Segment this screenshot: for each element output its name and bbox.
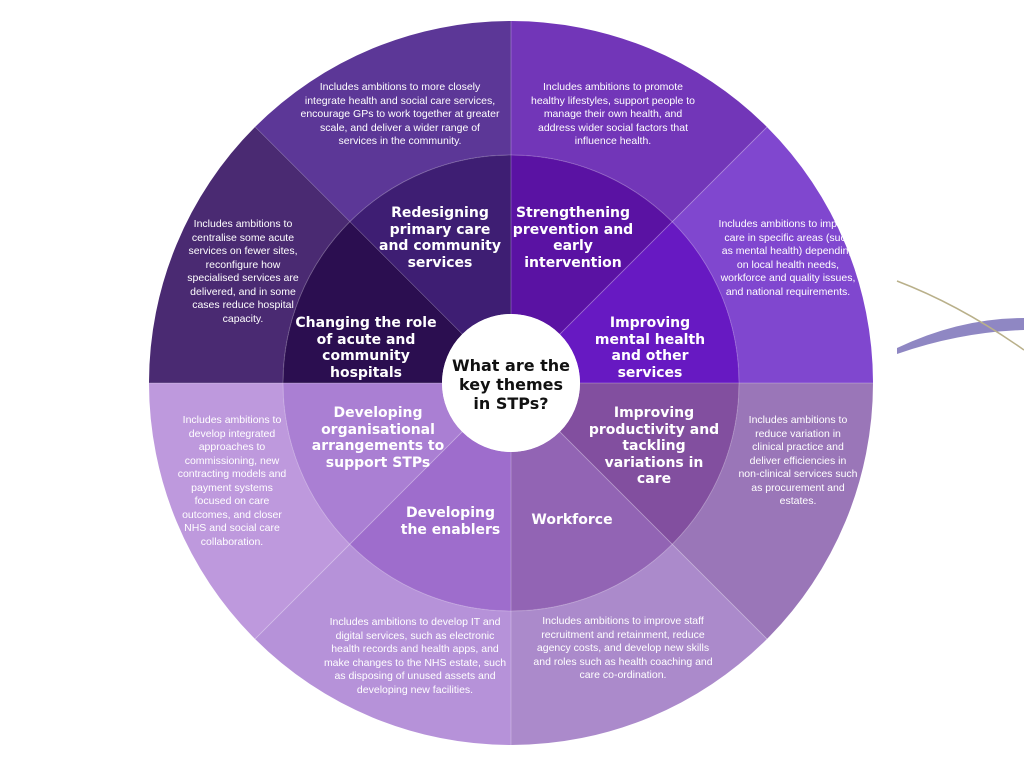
theme-title: Developing the enablers: [400, 505, 501, 538]
theme-description: Includes ambitions to promote healthy li…: [530, 81, 696, 147]
theme-inner-segment: [283, 221, 463, 383]
decorative-swoosh: [896, 280, 1024, 354]
center-circle: [442, 314, 580, 452]
theme-description: Includes ambitions to reduce variation i…: [738, 414, 858, 507]
theme-inner-segment: [349, 155, 511, 335]
theme-description: Includes ambitions to more closely integ…: [300, 81, 500, 147]
theme-title: Improving mental health and other servic…: [594, 315, 706, 381]
theme-inner-segment: [283, 383, 463, 545]
theme-outer-segment: [511, 544, 767, 745]
theme-outer-segment: [511, 21, 767, 222]
ring-separator: [282, 154, 740, 612]
theme-title: Workforce: [531, 512, 613, 528]
decorative-thin-line: [896, 280, 1024, 351]
theme-inner-segment: [511, 431, 673, 611]
decorative-blue-swoosh: [897, 318, 1024, 354]
segment-divider: [559, 431, 768, 640]
theme-title: Changing the role of acute and community…: [295, 315, 437, 381]
segment-divider: [254, 431, 463, 640]
theme-description: Includes ambitions to develop integrated…: [177, 414, 287, 548]
theme-title: Improving productivity and tackling vari…: [588, 405, 720, 487]
theme-title: Redesigning primary care and community s…: [379, 205, 501, 271]
theme-description: Includes ambitions to improve care in sp…: [718, 218, 858, 298]
theme-outer-segment: [149, 127, 350, 383]
theme-outer-segment: [672, 127, 874, 383]
segment-divider: [559, 126, 768, 335]
center-question: What are the key themes in STPs?: [451, 356, 571, 413]
theme-outer-segment: [255, 544, 511, 745]
theme-title: Developing organisational arrangements t…: [311, 405, 445, 471]
theme-inner-segment: [511, 155, 673, 335]
theme-outer-segment: [149, 383, 350, 639]
theme-inner-segment: [559, 383, 739, 545]
theme-inner-segment: [559, 221, 739, 383]
theme-description: Includes ambitions to centralise some ac…: [187, 218, 299, 325]
theme-inner-segment: [349, 431, 511, 611]
theme-title: Strengthening prevention and early inter…: [512, 205, 634, 271]
theme-description: Includes ambitions to improve staff recr…: [533, 615, 713, 681]
theme-description: Includes ambitions to develop IT and dig…: [323, 616, 507, 696]
theme-outer-segment: [672, 383, 874, 639]
theme-outer-segment: [255, 21, 511, 222]
